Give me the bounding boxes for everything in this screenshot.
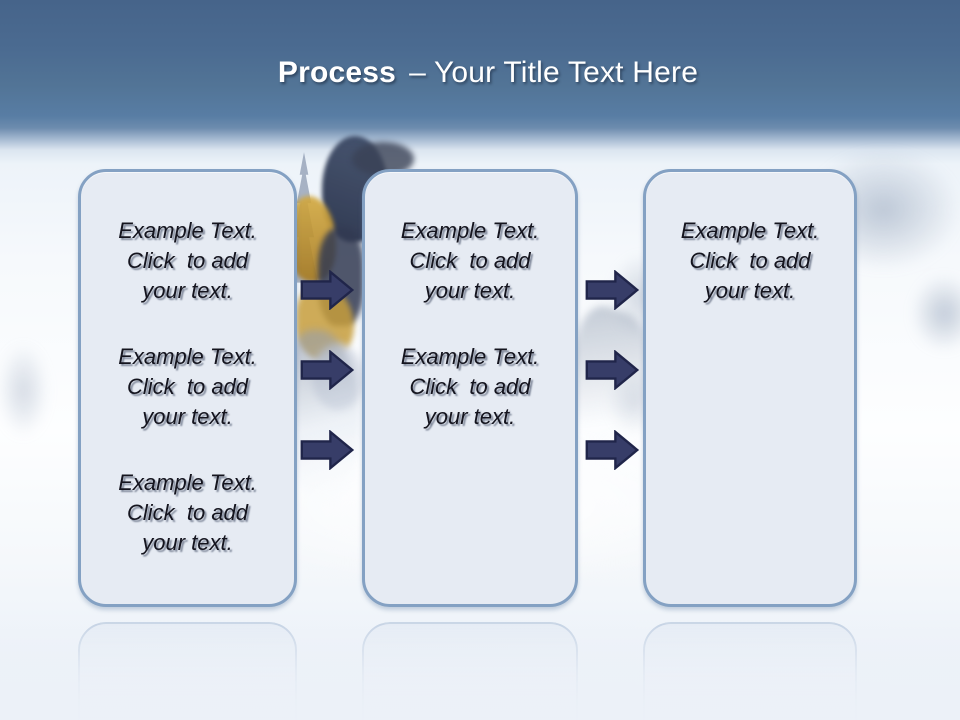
arrow-right-icon[interactable] (585, 270, 640, 310)
title-keyword: Process (277, 56, 397, 89)
arrow-right-icon[interactable] (300, 430, 355, 470)
box-reflection-3 (643, 622, 857, 720)
placeholder-text: Example Text. Click to add your text. (400, 218, 540, 303)
placeholder-text: Example Text. Click to add your text. (118, 218, 257, 303)
process-box-1[interactable]: Example Text. Click to add your text. Ex… (78, 169, 297, 607)
box-reflection-1 (78, 622, 297, 720)
placeholder-text: Example Text. Click to add your text. (400, 344, 540, 429)
placeholder-text: Example Text. Click to add your text. (118, 344, 257, 429)
title-subtitle: – Your Title Text Here (409, 56, 699, 89)
snowy-tree-left (0, 328, 64, 453)
box-reflection-2 (362, 622, 578, 720)
placeholder-text: Example Text. Click to add your text. (680, 218, 820, 303)
placeholder-text: Example Text. Click to add your text. (118, 470, 257, 555)
slide-title[interactable]: Process – Your Title Text Here (0, 56, 960, 90)
process-box-3[interactable]: Example Text. Click to add your text. (643, 169, 857, 607)
process-box-2[interactable]: Example Text. Click to add your text. Ex… (362, 169, 578, 607)
title-band: Process – Your Title Text Here (0, 0, 960, 150)
arrow-right-icon[interactable] (585, 350, 640, 390)
arrow-right-icon[interactable] (300, 270, 355, 310)
arrow-right-icon[interactable] (585, 430, 640, 470)
arrow-right-icon[interactable] (300, 350, 355, 390)
